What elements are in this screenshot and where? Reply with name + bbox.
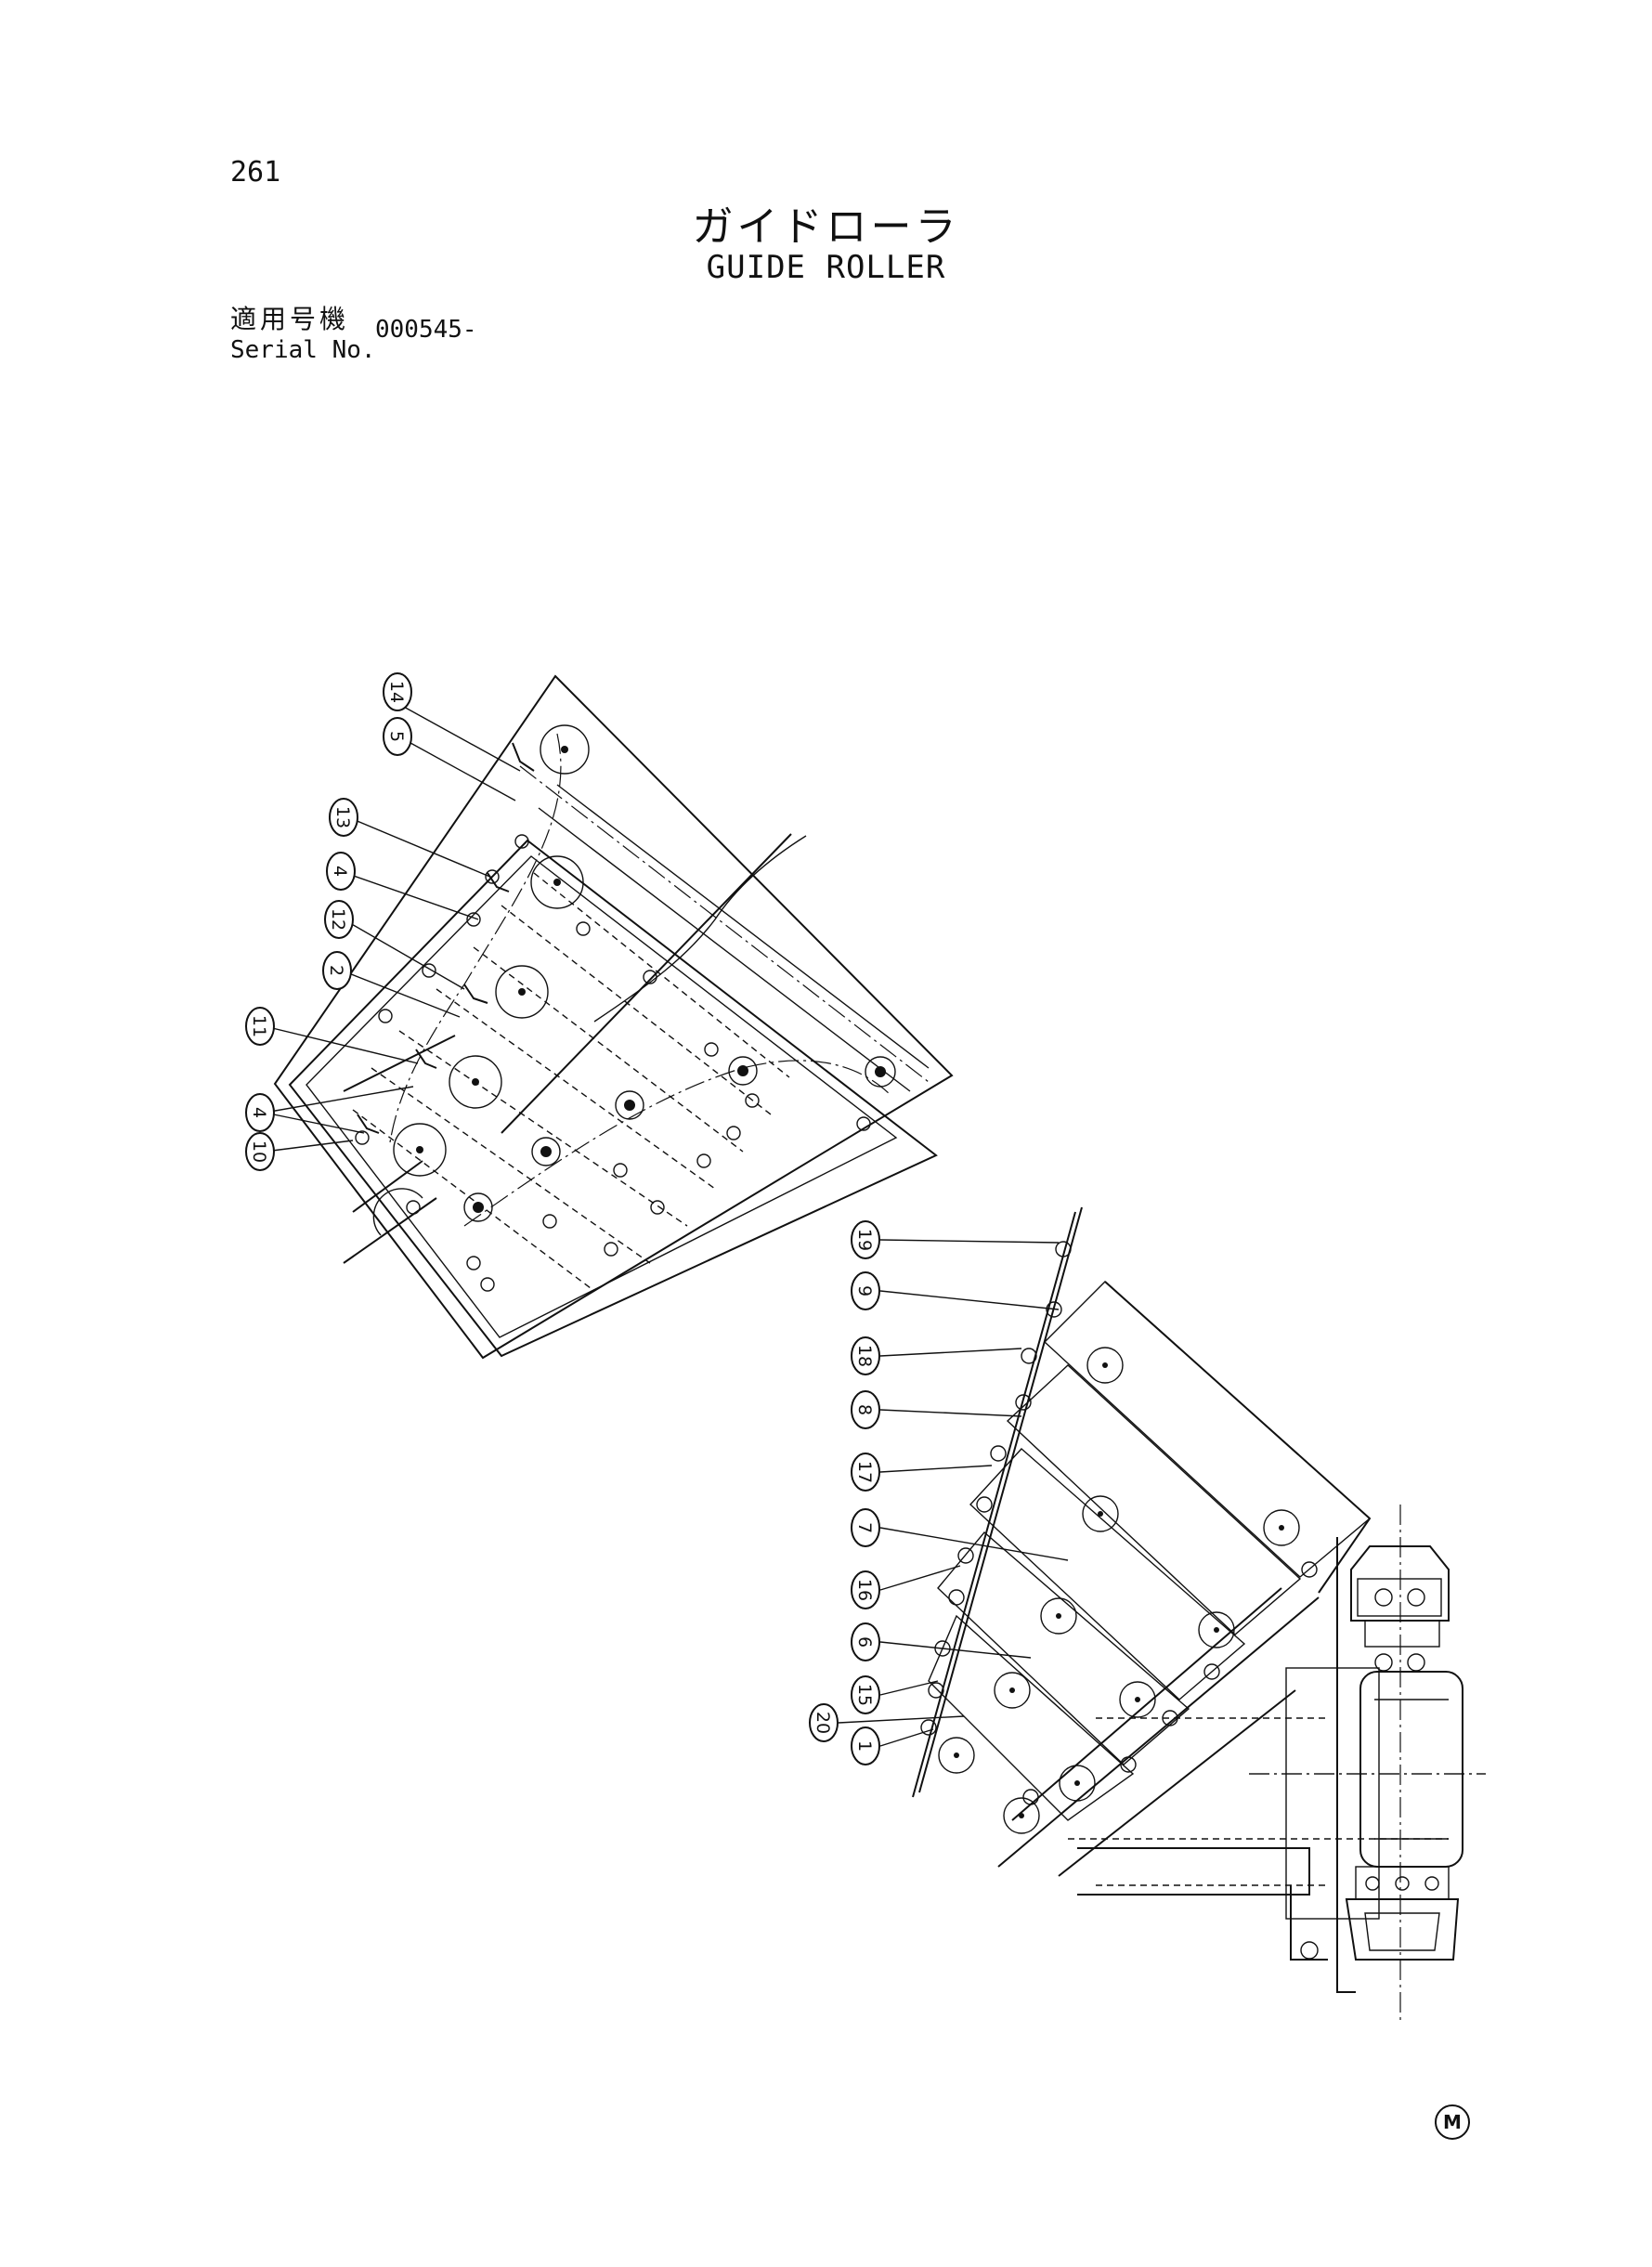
callout-bubble <box>324 900 354 939</box>
callout-label: 20 <box>813 1712 833 1734</box>
callout-label: 2 <box>326 965 346 976</box>
upper-view-rollers <box>393 724 590 1177</box>
callout-bubble <box>809 1703 839 1742</box>
callout-bubble <box>383 717 412 756</box>
callout-label: 15 <box>854 1684 875 1706</box>
upper-view-bolts <box>355 834 896 1292</box>
callout-label: 17 <box>854 1461 875 1483</box>
callout-label: 11 <box>249 1015 269 1037</box>
callout-bubble <box>851 1336 880 1375</box>
callout-bubble <box>383 672 412 711</box>
serial-label-japanese: 適用号機 <box>230 304 350 334</box>
callout-bubble <box>245 1007 275 1046</box>
callout-bubble <box>851 1622 880 1661</box>
callout-bubble <box>851 1220 880 1259</box>
callout-label: 4 <box>249 1107 269 1118</box>
callout-bubble <box>851 1271 880 1310</box>
callout-label: 10 <box>249 1140 269 1163</box>
lower-view-roller-assembly <box>1249 1505 1486 2025</box>
callout-label: 9 <box>854 1285 875 1296</box>
upper-view-brackets <box>357 742 535 1134</box>
callout-bubble <box>322 951 352 990</box>
lower-view-fasteners <box>920 1241 1318 1805</box>
callout-bubble <box>851 1675 880 1714</box>
corner-mark-symbol: M <box>1435 2104 1470 2140</box>
callout-bubble <box>245 1132 275 1171</box>
callout-label: 16 <box>854 1579 875 1601</box>
upper-view-rails <box>352 733 930 1292</box>
callout-bubble <box>851 1390 880 1429</box>
serial-label-english: Serial No. <box>230 336 376 364</box>
serial-number-value: 000545- <box>375 316 477 344</box>
callout-label: 8 <box>854 1404 875 1415</box>
upper-callouts: 14 5 13 4 12 2 11 4 10 <box>245 672 521 1171</box>
callout-bubble <box>851 1570 880 1609</box>
callout-label: 5 <box>386 731 407 742</box>
callout-bubble <box>326 852 356 891</box>
callout-label: 1 <box>854 1740 875 1752</box>
callout-bubble <box>851 1508 880 1547</box>
callout-label: 6 <box>854 1636 875 1648</box>
lower-view-rollers <box>928 1281 1372 1834</box>
callout-bubble <box>329 798 358 837</box>
callout-bubble <box>245 1093 275 1132</box>
callout-bubble <box>851 1726 880 1765</box>
callout-label: 4 <box>330 866 350 877</box>
callout-label: 14 <box>386 681 407 703</box>
page-number: 261 <box>230 156 281 189</box>
callout-label: 12 <box>328 908 348 931</box>
page-title-english: GUIDE ROLLER <box>706 249 946 286</box>
lower-callouts: 19 9 18 8 17 7 16 6 15 20 1 <box>809 1220 1069 1765</box>
callout-label: 7 <box>854 1522 875 1533</box>
callout-label: 19 <box>854 1229 875 1251</box>
callout-bubble <box>851 1453 880 1492</box>
callout-label: 13 <box>332 806 353 828</box>
upper-view-frame <box>273 674 954 1360</box>
callout-label: 18 <box>854 1345 875 1367</box>
page-title-japanese: ガイドローラ <box>692 203 960 251</box>
